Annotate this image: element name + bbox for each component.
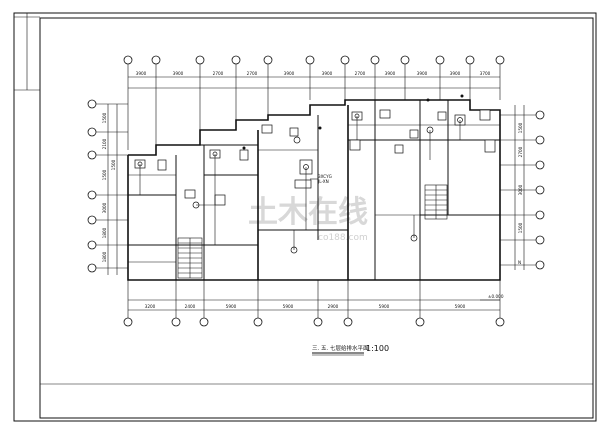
- north-mark: N: [518, 260, 521, 265]
- svg-text:1500: 1500: [102, 112, 107, 123]
- dim-top-1: 3900: [136, 71, 147, 76]
- svg-text:2700: 2700: [518, 146, 523, 157]
- stair-left: [177, 237, 203, 279]
- dim-top-9: 3900: [417, 71, 428, 76]
- svg-text:3000: 3000: [102, 202, 107, 213]
- dim-top-4: 2700: [247, 71, 258, 76]
- dim-top-6: 3900: [322, 71, 333, 76]
- dim-top-10: 3900: [450, 71, 461, 76]
- pipe-runs: [139, 116, 461, 250]
- svg-text:5900: 5900: [283, 304, 294, 309]
- svg-text:2400: 2400: [185, 304, 196, 309]
- svg-text:5900: 5900: [379, 304, 390, 309]
- dim-top-5: 3900: [284, 71, 295, 76]
- svg-text:1500: 1500: [102, 169, 107, 180]
- top-grid-axis: [123, 55, 505, 150]
- drawing-title-text: 三. 五. 七层给排水平面: [312, 344, 369, 352]
- outer-border: [13, 12, 597, 422]
- watermark: 土木在线 co188.com: [248, 195, 368, 243]
- svg-text:3200: 3200: [145, 304, 156, 309]
- svg-text:1500: 1500: [111, 159, 116, 170]
- svg-text:1800: 1800: [102, 227, 107, 238]
- dim-top-3: 2700: [213, 71, 224, 76]
- svg-text:3000: 3000: [518, 184, 523, 195]
- svg-text:1500: 1500: [518, 122, 523, 133]
- svg-text:1500: 1500: [518, 222, 523, 233]
- svg-text:5900: 5900: [455, 304, 466, 309]
- svg-text:土木在线: 土木在线: [248, 195, 368, 230]
- top-dimensions: 3900 3900 2700 2700 3900 3900 2700 3900 …: [136, 71, 491, 76]
- svg-text:1800: 1800: [102, 251, 107, 262]
- elevation-mark: ±0.000: [488, 294, 504, 299]
- right-grid-axis: 1500 2700 3000 1500: [500, 105, 545, 270]
- svg-text:co188.com: co188.com: [318, 233, 368, 243]
- dim-top-2: 3900: [173, 71, 184, 76]
- riser-sublabel: JL-XN: [317, 179, 329, 184]
- dim-top-7: 2700: [355, 71, 366, 76]
- svg-text:5900: 5900: [226, 304, 237, 309]
- svg-text:2900: 2900: [328, 304, 339, 309]
- drawing-title: 三. 五. 七层给排水平面 1:100: [312, 344, 389, 356]
- stair-right: [424, 184, 448, 220]
- dim-top-11: 3700: [480, 71, 491, 76]
- riser-label: 3XCYG: [318, 174, 332, 179]
- svg-text:2100: 2100: [102, 138, 107, 149]
- annotations: 3XCYG JL-XN ±0.000 N: [310, 174, 521, 301]
- inner-frame: [39, 17, 594, 419]
- drawing-scale: 1:100: [366, 344, 389, 353]
- bottom-grid-axis: 3200 2400 5900 5900 2900 5900 5900: [123, 280, 505, 327]
- dim-top-8: 3900: [385, 71, 396, 76]
- left-grid-axis: 1500 2100 1500 3000 1800 1800 1500: [87, 99, 128, 275]
- building-walls: [127, 99, 501, 281]
